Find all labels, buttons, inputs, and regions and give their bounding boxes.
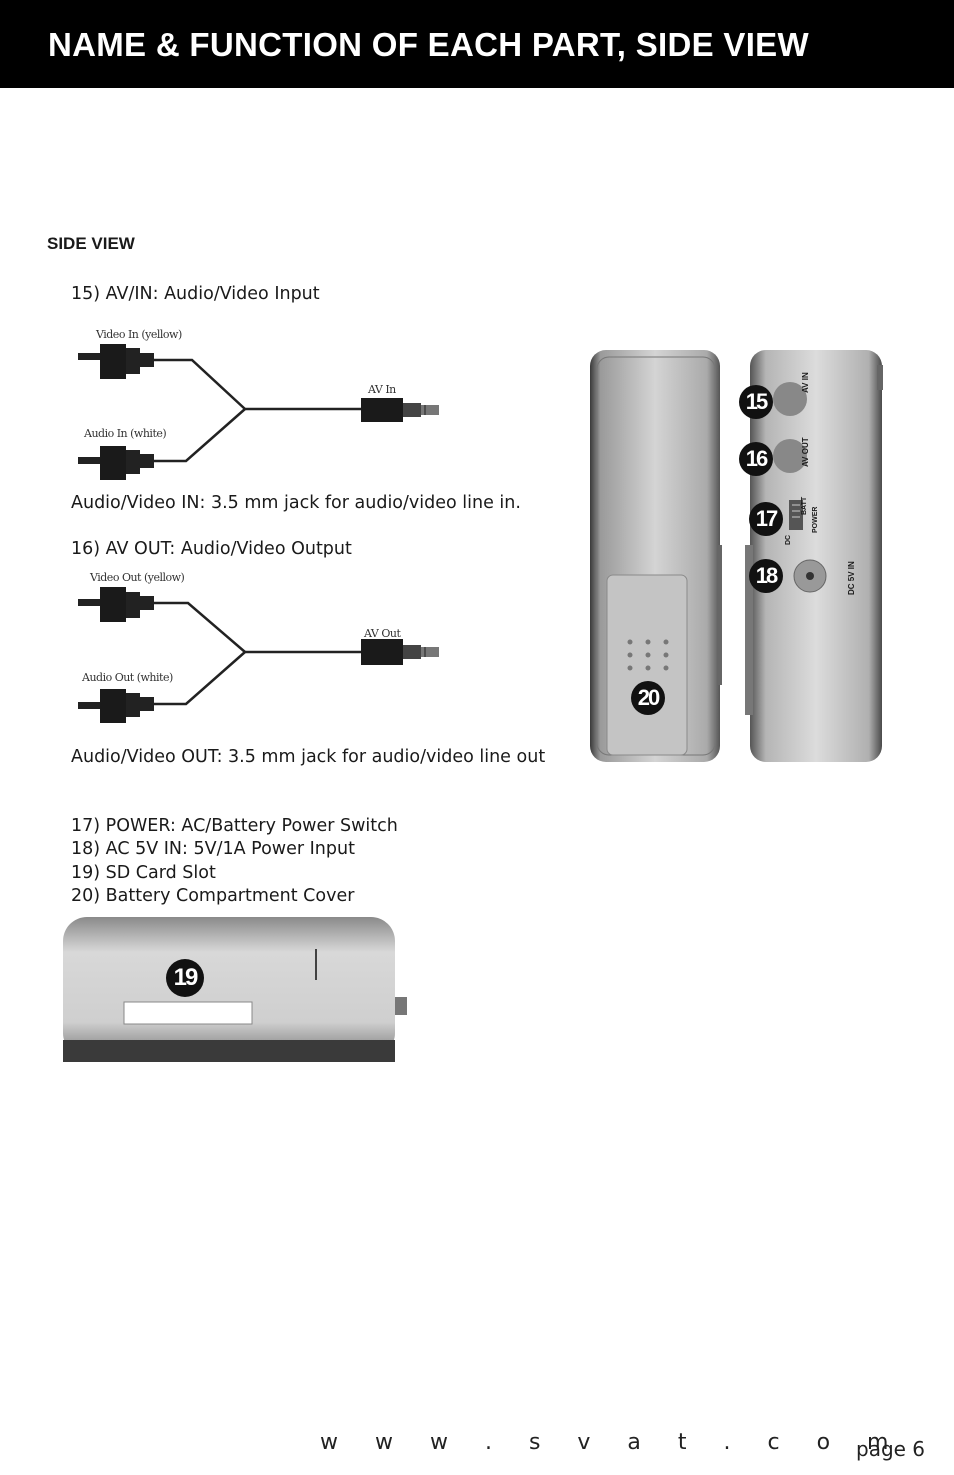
device-side-illustration [590,350,883,762]
callout-15: 15 [739,385,773,419]
callout-18: 18 [749,559,783,593]
audio-in-label: Audio In (white) [84,427,167,440]
device-bottom-illustration [63,917,407,1062]
list-item: 17) POWER: AC/Battery Power Switch [71,816,398,836]
list-item: 19) SD Card Slot [71,863,216,883]
callout-20: 20 [631,681,665,715]
av-in-cable-diagram: Video In (yellow) Audio In (white) AV In [70,320,450,480]
list-item: 20) Battery Compartment Cover [71,886,355,906]
callout-17: 17 [749,502,783,536]
av-out-description: Audio/Video OUT: 3.5 mm jack for audio/v… [71,747,546,767]
av-in-cable-icon [78,344,439,480]
av-in-description: Audio/Video IN: 3.5 mm jack for audio/vi… [71,493,521,513]
list-item: 18) AC 5V IN: 5V/1A Power Input [71,839,355,859]
av-out-cable-icon [78,587,439,723]
port-label-av-in: AV IN [801,372,810,393]
device-bottom-view: 19 [58,912,413,1067]
callout-16: 16 [739,442,773,476]
av-out-heading: 16) AV OUT: Audio/Video Output [71,539,352,559]
device-side-view: 15 16 17 18 20 AV IN AV OUT BATT POWER D… [585,345,890,765]
port-label-dc: DC [785,534,792,545]
footer-url: w w w . s v a t . c o m [320,1430,904,1455]
section-title: SIDE VIEW [47,234,135,253]
callout-19: 19 [166,959,204,997]
video-out-label: Video Out (yellow) [90,571,185,584]
port-label-batt: BATT [801,496,808,515]
av-in-heading: 15) AV/IN: Audio/Video Input [71,284,320,304]
port-label-dc-5v-in: DC 5V IN [847,561,856,595]
video-in-label: Video In (yellow) [96,328,182,341]
port-label-av-out: AV OUT [801,437,810,467]
port-label-power: POWER [812,506,819,533]
av-out-jack-label: AV Out [364,627,401,640]
page-number: page 6 [856,1437,926,1461]
audio-out-label: Audio Out (white) [82,671,173,684]
page-title: NAME & FUNCTION OF EACH PART, SIDE VIEW [48,26,809,63]
av-in-jack-label: AV In [368,383,396,396]
page-header: NAME & FUNCTION OF EACH PART, SIDE VIEW [0,0,954,88]
av-out-cable-diagram: Video Out (yellow) Audio Out (white) AV … [70,565,450,725]
